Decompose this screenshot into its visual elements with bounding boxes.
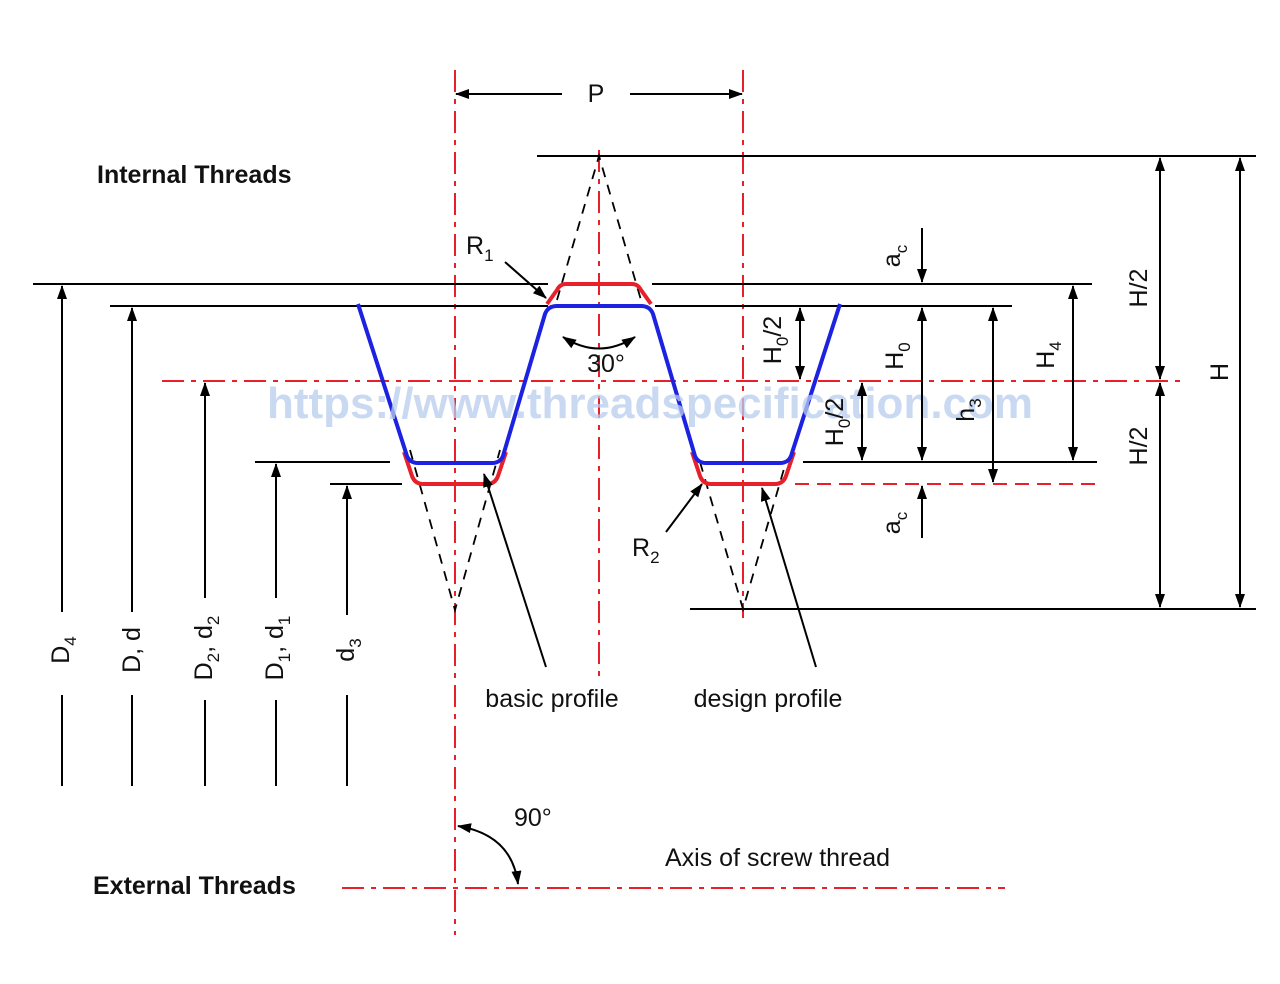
h3-label: h3	[952, 398, 985, 421]
angle-90-label: 90°	[514, 804, 552, 832]
fundamental-triangle	[556, 152, 642, 301]
basic-profile-leader	[483, 473, 547, 668]
angle-30-arc	[562, 336, 636, 350]
basic-profile-root-left	[402, 451, 508, 486]
r2-label: R2	[632, 534, 660, 567]
r2-leader	[665, 483, 703, 533]
watermark: https://www.threadspecification.com	[267, 379, 1033, 428]
h-label: H	[1206, 363, 1234, 381]
internal-threads-title: Internal Threads	[97, 161, 292, 189]
ac-bottom-label: ac	[878, 511, 911, 534]
angle-30-label: 30°	[587, 350, 625, 378]
r1-label: R1	[466, 232, 494, 265]
design-profile-leader	[760, 487, 817, 668]
external-threads-title: External Threads	[93, 872, 296, 900]
d4-label: D4	[47, 636, 80, 664]
h0-label: H0	[881, 342, 914, 370]
fundamental-triangle	[409, 449, 501, 614]
basic-profile-label: basic profile	[485, 685, 618, 713]
h0-half-top-label: H0/2	[759, 316, 792, 364]
r1-leader	[504, 261, 547, 299]
angle-90-arc	[457, 823, 522, 885]
ac-top-label: ac	[878, 244, 911, 267]
basic-profile-root-right	[690, 451, 796, 486]
design-profile-label: design profile	[694, 685, 843, 713]
h0-half-bottom-label: H0/2	[821, 398, 854, 446]
d-label: D, d	[118, 627, 146, 673]
d3-label: d3	[332, 638, 365, 661]
basic-profile-crest	[545, 282, 653, 306]
axis-label: Axis of screw thread	[665, 844, 890, 872]
h-half-top-label: H/2	[1125, 269, 1153, 308]
pitch-label: P	[588, 80, 605, 108]
design-profile	[356, 303, 842, 465]
h-half-bottom-label: H/2	[1125, 427, 1153, 466]
fundamental-triangle	[699, 461, 787, 613]
h4-label: H4	[1032, 341, 1065, 369]
d2-label: D2, d2	[190, 616, 223, 681]
d1-label: D1, d1	[261, 616, 294, 681]
